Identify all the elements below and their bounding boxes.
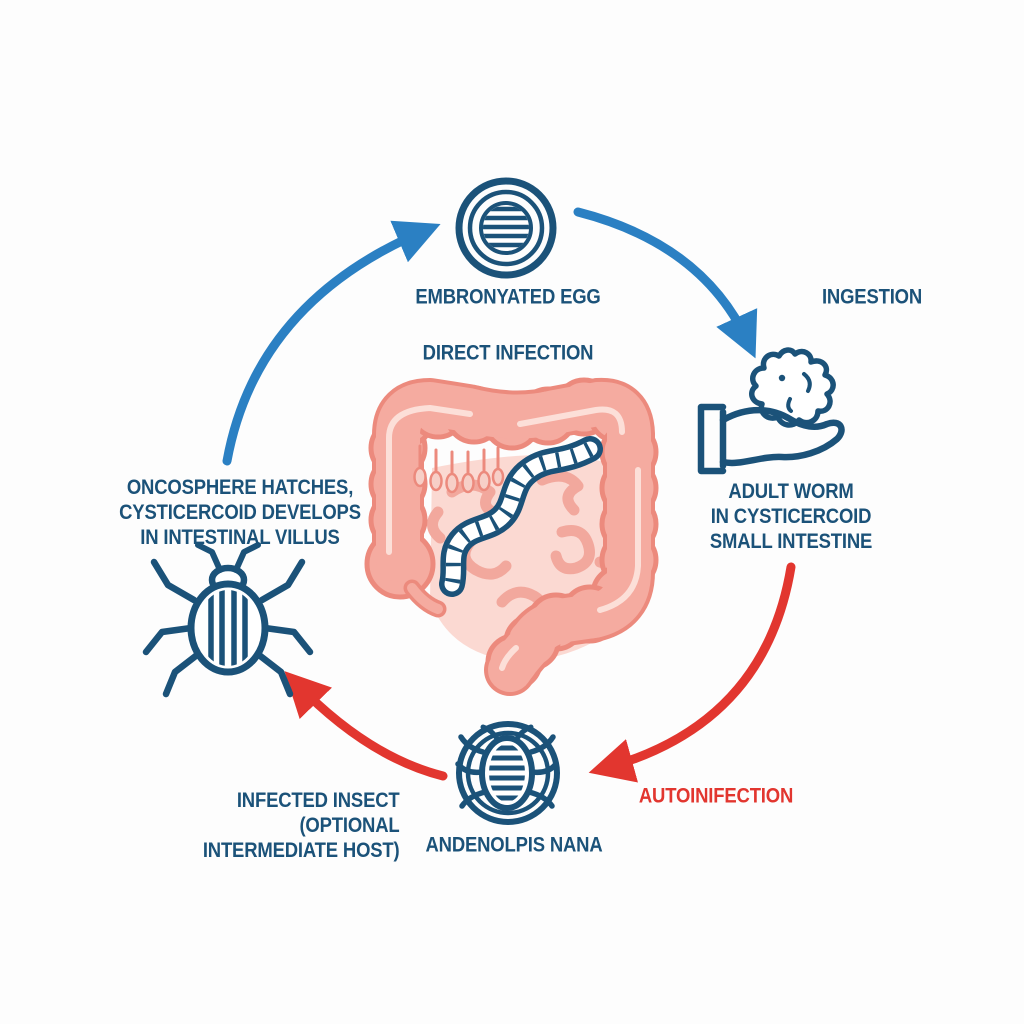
hand-holding-cysticercoid-icon <box>697 347 845 475</box>
label-adult-worm: ADULT WORM IN CYSTICERCOID SMALL INTESTI… <box>710 479 872 555</box>
villi <box>413 444 505 494</box>
cycle-arrows <box>222 207 796 783</box>
label-infected-insect-line3: INTERMEDIATE HOST) <box>203 839 400 863</box>
label-oncosphere-line2: CYSTICERCOID DEVELOPS <box>119 501 361 525</box>
label-infected-insect-line1: INFECTED INSECT <box>237 789 400 813</box>
hand-icon <box>697 403 845 475</box>
arrow-autoinfection <box>588 562 796 783</box>
embryonated-egg-icon <box>455 177 557 279</box>
label-oncosphere-line1: ONCOSPHERE HATCHES, <box>126 476 354 500</box>
label-adult-worm-line2: IN CYSTICERCOID <box>710 505 872 529</box>
label-species: ANDENOLPIS NANA <box>425 833 603 857</box>
intestine-illustration <box>364 377 659 696</box>
cysticercoid-icon <box>749 347 836 428</box>
beetle-icon <box>142 542 314 698</box>
arrow-up-to-egg <box>222 220 441 466</box>
label-oncosphere-line3: IN INTESTINAL VILLUS <box>140 526 340 550</box>
arrow-to-beetle <box>284 671 448 781</box>
label-direct-infection: DIRECT INFECTION <box>422 341 594 365</box>
label-infected-insect: INFECTED INSECT (OPTIONAL INTERMEDIATE H… <box>203 788 400 864</box>
label-adult-worm-line1: ADULT WORM <box>728 480 854 504</box>
insect-in-circle-icon <box>455 721 560 825</box>
label-infected-insect-line2: (OPTIONAL <box>299 814 400 838</box>
label-embryonated-egg: EMBRONYATED EGG <box>415 285 601 309</box>
label-adult-worm-line3: SMALL INTESTINE <box>709 530 873 554</box>
arrow-egg-to-ingestion <box>573 207 758 359</box>
tapeworm-icon <box>439 436 603 597</box>
label-ingestion: INGESTION <box>821 285 923 309</box>
label-autoinfection: AUTOINIFECTION <box>638 784 794 808</box>
label-oncosphere: ONCOSPHERE HATCHES, CYSTICERCOID DEVELOP… <box>119 475 361 551</box>
